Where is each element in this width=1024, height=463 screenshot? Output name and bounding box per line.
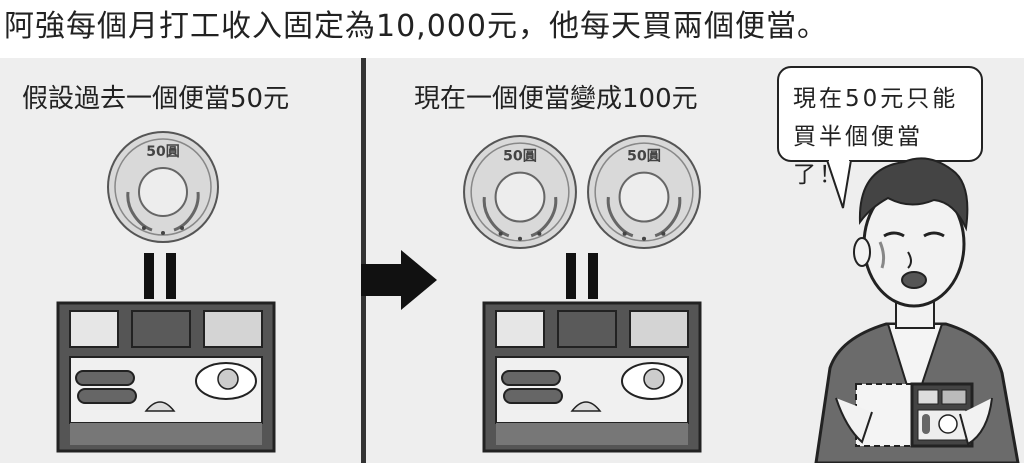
- coin-50-icon: 50圓: [587, 135, 701, 249]
- panel-divider: [361, 58, 366, 463]
- headline: 阿強每個月打工收入固定為10,000元，他每天買兩個便當。: [4, 9, 828, 44]
- panel-past: 假設過去一個便當50元 50圓: [0, 58, 361, 463]
- speech-line-1: 現在50元只能: [793, 86, 959, 112]
- arrow-right-icon: [361, 250, 437, 310]
- equals-icon: [144, 253, 176, 299]
- crying-man-icon: [814, 157, 1020, 463]
- coin-label: 50圓: [503, 147, 537, 164]
- bento-box-icon: [56, 301, 276, 453]
- equals-icon: [566, 253, 598, 299]
- half-bento-icon: [855, 382, 974, 448]
- panel-now-caption: 現在一個便當變成100元: [414, 84, 698, 114]
- coin-50-icon: 50圓: [463, 135, 577, 249]
- speech-bubble-tail: [825, 160, 853, 209]
- panel-past-caption: 假設過去一個便當50元: [22, 84, 290, 114]
- speech-bubble: 現在50元只能 買半個便當了！: [777, 66, 983, 188]
- panel-now: 現在一個便當變成100元 50圓 50圓: [361, 58, 1024, 463]
- coin-label: 50圓: [146, 143, 179, 160]
- bento-box-icon: [482, 301, 702, 453]
- coin-50-icon: 50圓: [107, 131, 219, 243]
- coin-label: 50圓: [627, 147, 661, 164]
